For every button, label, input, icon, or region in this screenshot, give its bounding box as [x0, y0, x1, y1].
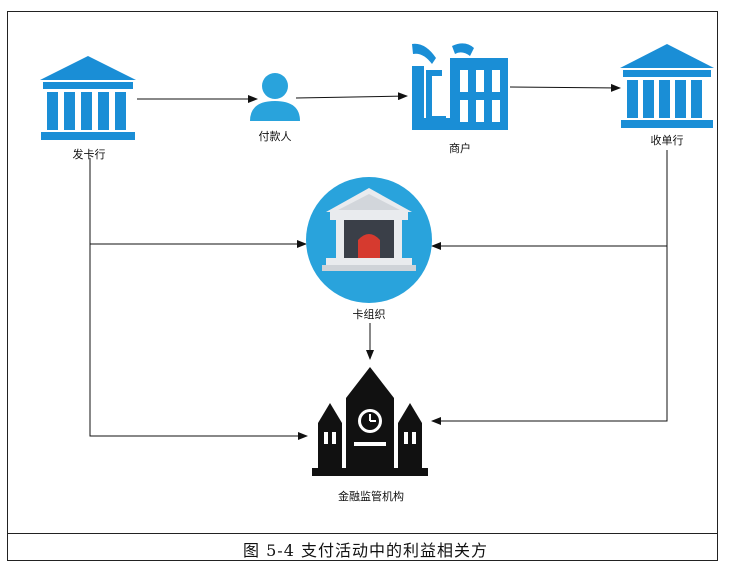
arrow-payer-to-merchant [295, 92, 408, 101]
merchant-logo-icon [412, 43, 508, 130]
person-icon [250, 73, 300, 121]
arrow-merchant-to-acquirer [509, 83, 621, 92]
node-label-payer: 付款人 [258, 130, 292, 143]
node-label-merchant: 商户 [449, 142, 471, 155]
node-label-acquirer: 收单行 [650, 134, 684, 147]
node-label-regulator: 金融监管机构 [338, 490, 404, 503]
caption-divider [7, 533, 718, 534]
line-issuer-down [89, 158, 308, 440]
castle-clock-tower-icon [312, 367, 428, 476]
node-label-card-org: 卡组织 [352, 308, 386, 321]
bank-circle-icon [306, 177, 432, 303]
line-acquirer-down [431, 150, 668, 425]
bank-building-icon [40, 56, 136, 140]
node-label-issuer: 发卡行 [72, 148, 106, 161]
bank-building-icon [620, 44, 714, 128]
figure-caption: 图 5-4 支付活动中的利益相关方 [243, 541, 488, 560]
figure-frame [7, 11, 718, 561]
